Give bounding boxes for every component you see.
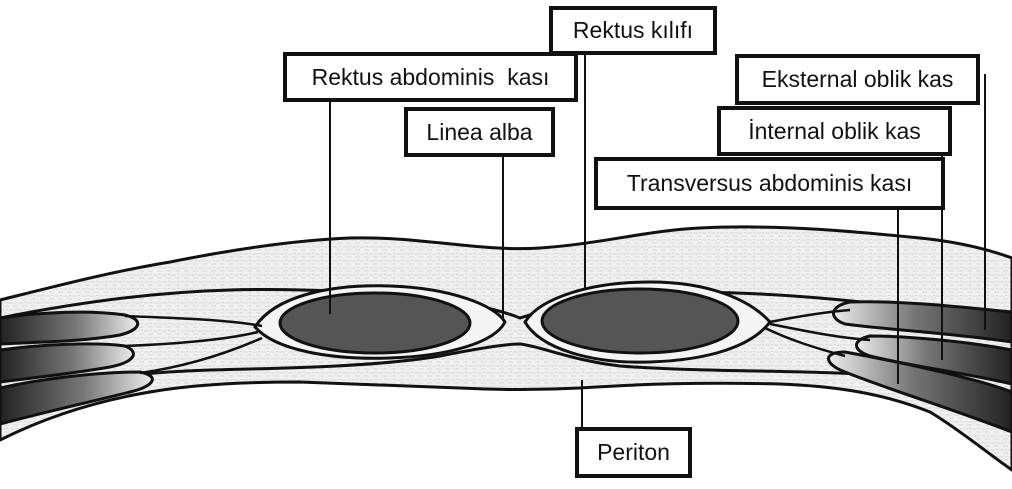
label-text: Periton	[597, 441, 670, 464]
label-text: Rektus kılıfı	[573, 19, 693, 42]
label-rektus-kilifi: Rektus kılıfı	[549, 6, 717, 55]
label-text: Linea alba	[426, 121, 532, 144]
label-rektus-abdominis: Rektus abdominis kası	[283, 52, 578, 102]
label-text: İnternal oblik kas	[748, 120, 921, 143]
label-text: Rektus abdominis kası	[312, 66, 550, 89]
label-text: Eksternal oblik kas	[762, 68, 954, 91]
rectus-abdominis-right	[542, 289, 738, 353]
label-transversus-abdominis: Transversus abdominis kası	[594, 157, 945, 210]
label-internal-oblik: İnternal oblik kas	[717, 106, 952, 156]
label-periton: Periton	[575, 427, 692, 478]
label-eksternal-oblik: Eksternal oblik kas	[735, 54, 980, 105]
rectus-abdominis-left	[280, 293, 470, 353]
label-linea-alba: Linea alba	[404, 107, 555, 157]
label-text: Transversus abdominis kası	[627, 172, 912, 195]
